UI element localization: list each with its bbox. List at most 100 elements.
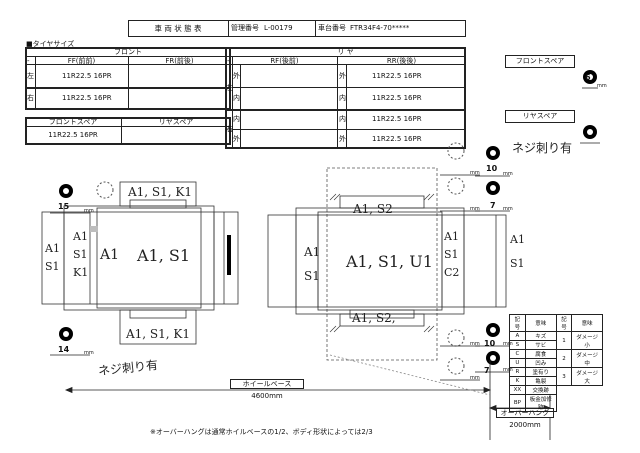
legend-level: 1 — [555, 331, 573, 350]
rear-spare1-mm-2: mm — [503, 171, 513, 177]
sheet-title: 車 両 状 態 表 — [154, 24, 202, 33]
rear-spare2-mm: mm — [470, 206, 480, 212]
rr-outer-l-size: 11R22.5 16PR — [372, 72, 422, 80]
legend-meaning: 交換跡 — [524, 385, 557, 395]
note-left-side: A1 S1 — [45, 242, 60, 273]
legend-meaning: 塗有り — [524, 367, 557, 377]
spare-tire-table — [25, 117, 231, 145]
footnote: ※オーバーハングは通常ホイルベースの1/2、ボディ形状によっては2/3 — [150, 428, 373, 436]
legend-meaning: 凹み — [524, 358, 557, 368]
ff-right-depth: 14 — [58, 345, 70, 354]
header-bar — [128, 20, 466, 37]
front-spare-depth: 6 — [585, 73, 591, 82]
ff-right-mm: mm — [84, 350, 94, 356]
rear-spare-wheel-icon — [583, 125, 597, 139]
legend-code: A — [509, 331, 526, 341]
mgmt-value: L-00179 — [264, 24, 293, 32]
note-left-vertical: A1 S1 K1 — [73, 230, 89, 279]
rear-left-label: 左 — [226, 84, 233, 92]
legend-code: U — [509, 358, 526, 368]
chassis-value: FTR34F4-70***** — [350, 24, 410, 32]
rear-spare2-wheel-icon — [486, 181, 500, 195]
tire-section-title: ■タイヤサイズ — [26, 40, 75, 48]
ff-left-wheel-icon — [59, 184, 73, 198]
legend-code: S — [509, 340, 526, 350]
legend-level: 3 — [555, 367, 573, 386]
rf-outer-r: 外 — [233, 135, 240, 143]
note-rear-left: A1 S1 — [304, 245, 321, 283]
rf-inner-l: 内 — [233, 94, 240, 102]
legend-code: XX — [509, 385, 526, 395]
rr-outer-r-size: 11R22.5 16PR — [372, 135, 422, 143]
legend-header-meaning-1: 意味 — [524, 314, 557, 332]
chassis-label: 車台番号 — [318, 24, 346, 32]
legend-level-meaning: ダメージ小 — [571, 331, 603, 350]
damage-legend-table: 記号 意味 記号 意味 A キズ 1 ダメージ小 S サビ C 腐食 2 ダメー… — [509, 314, 603, 412]
wheelbase-box — [230, 379, 304, 389]
note-front-bottom: A1, S1, K1 — [126, 327, 191, 341]
note-rear-center: A1, S1, U1 — [346, 252, 433, 271]
legend-code: C — [509, 349, 526, 359]
legend-level-meaning: ダメージ大 — [571, 367, 603, 386]
legend-meaning: 腐食 — [524, 349, 557, 359]
legend-code: BP — [509, 394, 526, 412]
note-front-center: A1, S1 — [137, 246, 191, 265]
rr-right2-mm: mm — [470, 375, 480, 381]
rr-inner-r: 内 — [339, 115, 346, 123]
ff-left-mm: mm — [84, 208, 94, 214]
note-rear-right: A1 S1 C2 — [444, 230, 460, 279]
rr-right1-mm-2: mm — [503, 341, 513, 347]
rf-header: RF(後前) — [270, 57, 299, 65]
rear-spare-box — [505, 110, 575, 123]
ff-left-depth: 15 — [58, 202, 70, 211]
ff-right-wheel-icon — [59, 327, 73, 341]
rr-inner-l: 内 — [339, 94, 346, 102]
note-rear-far-right: A1 S1 — [510, 233, 525, 270]
note-front-top: A1, S1, K1 — [128, 185, 193, 199]
rear-spare-header: リヤスペア — [158, 118, 194, 126]
rear-header: リ ヤ — [337, 48, 354, 56]
ff-header: FF(前前) — [67, 57, 96, 65]
note-rear-bottom: A1, S2, — [352, 311, 396, 325]
legend-meaning: 板金加修跡 — [524, 394, 557, 412]
front-spare-header: フロントスペア — [48, 118, 98, 126]
rr-right2-depth: 7 — [484, 366, 490, 375]
legend-header-code-2: 記号 — [555, 314, 573, 332]
rear-spare1-depth: 10 — [486, 164, 498, 173]
legend-meaning: キズ — [524, 331, 557, 341]
front-spare-mm: mm — [597, 83, 607, 89]
legend-meaning: サビ — [524, 340, 557, 350]
rear-spare-box-label: リヤスペア — [522, 112, 558, 120]
rr-right1-wheel-icon — [486, 323, 500, 337]
legend-level-meaning: ダメージ中 — [571, 349, 603, 368]
front-left-label: 左 — [27, 72, 34, 80]
ff-left-size: 11R22.5 16PR — [62, 72, 112, 80]
note-rear-top: A1, S2 — [353, 202, 393, 216]
legend-level: 2 — [555, 349, 573, 368]
rr-inner-l-size: 11R22.5 16PR — [372, 94, 422, 102]
legend-header-code-1: 記号 — [509, 314, 526, 332]
rr-right2-wheel-icon — [486, 351, 500, 365]
front-spare-box — [505, 55, 575, 68]
rr-outer-l: 外 — [339, 72, 346, 80]
rear-spare2-depth: 7 — [490, 201, 496, 210]
overhang-value: 2000mm — [509, 421, 541, 429]
front-spare-wheel-icon — [583, 70, 597, 84]
note-screw-top: ネジ刺り有 — [512, 141, 573, 155]
rear-spare1-mm: mm — [470, 170, 480, 176]
ff-right-size: 11R22.5 16PR — [62, 94, 112, 102]
legend-code: R — [509, 367, 526, 377]
note-front-left: A1 — [100, 247, 120, 263]
front-right-label: 右 — [27, 94, 34, 102]
legend-header-meaning-2: 意味 — [571, 314, 603, 332]
rear-spare1-wheel-icon — [486, 146, 500, 160]
rear-spare2-mm-2: mm — [503, 206, 513, 212]
rr-inner-r-size: 11R22.5 16PR — [372, 115, 422, 123]
rf-outer-l: 外 — [233, 72, 240, 80]
legend-meaning: 亀裂 — [524, 376, 557, 386]
rf-inner-r: 内 — [233, 115, 240, 123]
rr-right2-mm-2: mm — [503, 367, 513, 373]
front-spare-size: 11R22.5 16PR — [48, 131, 98, 139]
front-spare-box-label: フロントスペア — [515, 57, 565, 65]
